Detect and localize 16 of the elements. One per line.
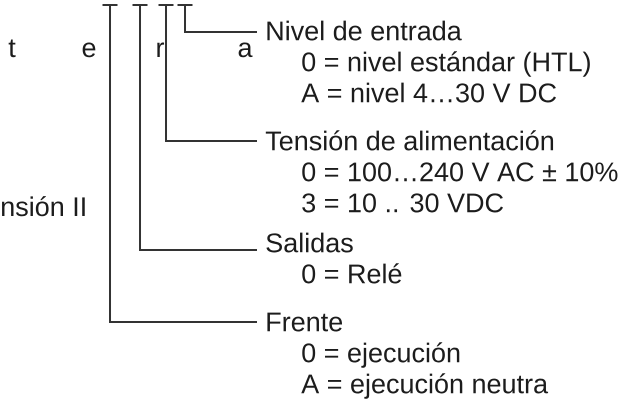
option-text: 0 = 100…240 V AC ± 10%: [302, 162, 618, 182]
cropped-text: nsión II: [2, 196, 85, 216]
option-text: 3 = 10 .. 30 VDC: [302, 193, 503, 212]
cropped-text: r: [157, 42, 164, 57]
option-text: 0 = Relé: [302, 263, 402, 284]
cropped-text: t: [8, 40, 16, 58]
cropped-text: e: [82, 42, 96, 58]
option-heading: Tensión de alimentación: [266, 130, 554, 150]
option-heading: Salidas: [266, 232, 353, 252]
option-heading: Nivel de entrada: [267, 20, 462, 40]
cropped-text: a: [238, 42, 253, 58]
option-text: A = ejecución neutra: [301, 373, 548, 399]
option-text: 0 = ejecución: [302, 342, 460, 368]
option-text: A = nivel 4…30 V DC: [301, 82, 556, 102]
option-text: 0 = nivel estándar (HTL): [302, 51, 590, 77]
option-heading: Frente: [267, 312, 342, 332]
